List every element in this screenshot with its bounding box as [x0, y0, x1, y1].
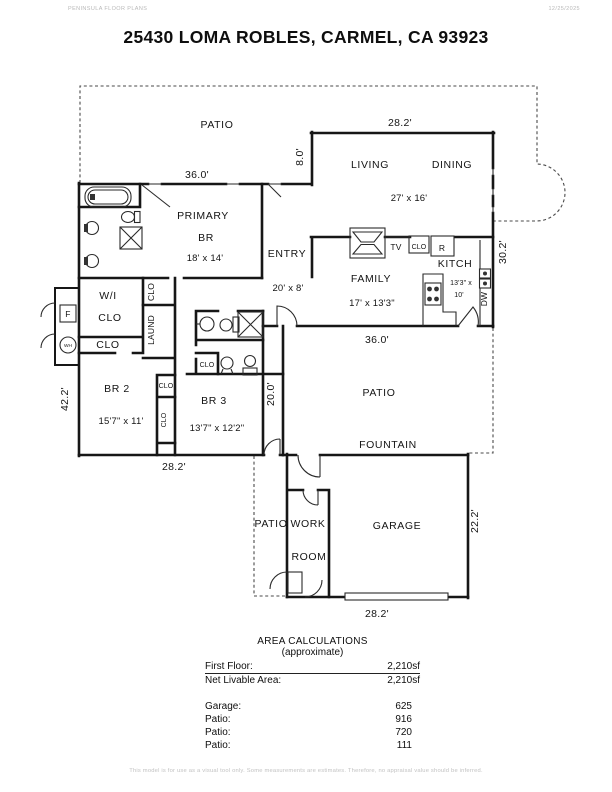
label-room: ROOM: [291, 551, 326, 563]
label-laundry: LAUND: [146, 315, 156, 345]
plan-labels: PATIO 36.0' 28.2' 8.0' LIVING DINING 27'…: [59, 117, 509, 620]
label-dim-west-bottom: 28.2': [162, 461, 186, 473]
area-calc-row: Garage: 625: [205, 701, 412, 712]
utility-closet-walls: [54, 287, 79, 366]
workroom-closet: [287, 571, 303, 594]
label-kitchen-size2: 10': [454, 292, 463, 299]
label-dim-garage-right: 22.2': [469, 509, 481, 533]
pedestal-sink-icon: [243, 354, 257, 368]
toilet-icon: [219, 318, 233, 332]
label-water-heater: WH: [64, 343, 73, 349]
stove-icon: [424, 282, 442, 306]
area-calc-row: Patio: 916: [205, 714, 412, 725]
page-title: 25430 LOMA ROBLES, CARMEL, CA 93923: [123, 27, 489, 47]
label-br2: BR 2: [104, 383, 130, 395]
fixtures: [59, 186, 492, 601]
svg-text:BR: BR: [198, 232, 214, 244]
toilet-icon: [120, 210, 136, 224]
walls: [77, 130, 496, 600]
label-clo-under-wi: CLO: [96, 339, 119, 351]
label-clo-hall: CLO: [146, 283, 156, 301]
disclaimer-text: This model is for use as a visual tool o…: [129, 768, 483, 774]
header-date: 12/25/2025: [548, 6, 580, 12]
area-calc-title: AREA CALCULATIONS: [257, 636, 368, 647]
label-patio-top: PATIO: [201, 119, 234, 131]
closet-box: [408, 235, 430, 254]
label-dishwasher: DW: [479, 292, 489, 307]
label-living: LIVING: [351, 159, 389, 171]
area-calc-row: Net Livable Area: 2,210sf: [205, 675, 420, 686]
label-dim-east: 30.2': [497, 240, 509, 264]
label-patio-small: PATIO: [255, 518, 288, 530]
label-dim-patio-left: 20.0': [265, 382, 277, 406]
label-kitchen: KITCH: [438, 258, 473, 270]
label-primary-size: 18' x 14': [187, 253, 224, 264]
label-clo-mid-top: CLO: [159, 383, 174, 390]
label-work: WORK: [290, 518, 325, 530]
sink-icon: [199, 316, 215, 332]
label-br3: BR 3: [201, 395, 227, 407]
area-calculations: AREA CALCULATIONS (approximate) First Fl…: [205, 636, 420, 752]
label-br2-size: 15'7" x 11': [99, 416, 144, 427]
label-dim-living-top: 28.2': [388, 117, 412, 129]
windows: [148, 168, 494, 238]
garage-door-icon: [344, 592, 449, 601]
floor-plan-drawing: PATIO 36.0' 28.2' 8.0' LIVING DINING 27'…: [40, 85, 566, 620]
water-heater-icon: [59, 336, 77, 354]
label-clo-mid-bottom: CLO: [161, 412, 168, 427]
label-clo-bath: CLO: [200, 362, 215, 369]
label-tv: TV: [390, 242, 401, 252]
label-family-size: 17' x 13'3": [349, 298, 395, 309]
patio-dashed-outline: [79, 85, 566, 597]
label-kitchen-size1: 13'3" x: [450, 280, 472, 287]
label-clo-family: CLO: [412, 244, 427, 251]
label-family: FAMILY: [351, 273, 391, 285]
label-wi: W/I: [99, 290, 117, 302]
label-primary-br: PRIMARY: [177, 210, 229, 222]
furnace-icon: [59, 304, 77, 323]
shower-icon: [119, 226, 143, 250]
area-calc-items: Garage: 625 Patio: 916 Patio: 720 Patio:…: [205, 700, 420, 752]
kitchen-counter: [422, 273, 457, 326]
shower-icon: [237, 311, 264, 338]
label-furnace: F: [65, 309, 70, 319]
label-wi-clo: CLO: [98, 312, 121, 324]
area-calc-row: First Floor: 2,210sf: [205, 661, 420, 674]
label-dim-family-bottom: 36.0': [365, 334, 389, 346]
fireplace-icon: [349, 227, 386, 259]
area-calc-row: Patio: 720: [205, 727, 412, 738]
bathtub-icon: [84, 186, 132, 208]
label-fountain: FOUNTAIN: [359, 439, 417, 451]
label-dim-garage-bottom: 28.2': [365, 608, 389, 620]
area-calc-subtitle: (approximate): [281, 647, 344, 658]
header-brand: PENINSULA FLOOR PLANS: [68, 6, 148, 12]
light-icon: [220, 356, 234, 370]
label-dim-west-left: 42.2': [59, 387, 71, 411]
label-refrigerator: R: [439, 243, 445, 253]
label-entry: ENTRY: [268, 248, 306, 260]
label-entry-size: 20' x 8': [272, 283, 303, 294]
area-calc-row: Patio: 111: [205, 740, 412, 751]
label-patio-mid: PATIO: [363, 387, 396, 399]
label-br3-size: 13'7" x 12'2": [190, 423, 245, 434]
label-garage: GARAGE: [373, 520, 422, 532]
label-dim-jog: 8.0': [294, 148, 306, 166]
refrigerator-icon: [430, 235, 455, 257]
label-dining: DINING: [432, 159, 472, 171]
label-living-size: 27' x 16': [391, 193, 428, 204]
label-dim-west-top: 36.0': [185, 169, 209, 181]
door-arcs: [40, 183, 479, 598]
